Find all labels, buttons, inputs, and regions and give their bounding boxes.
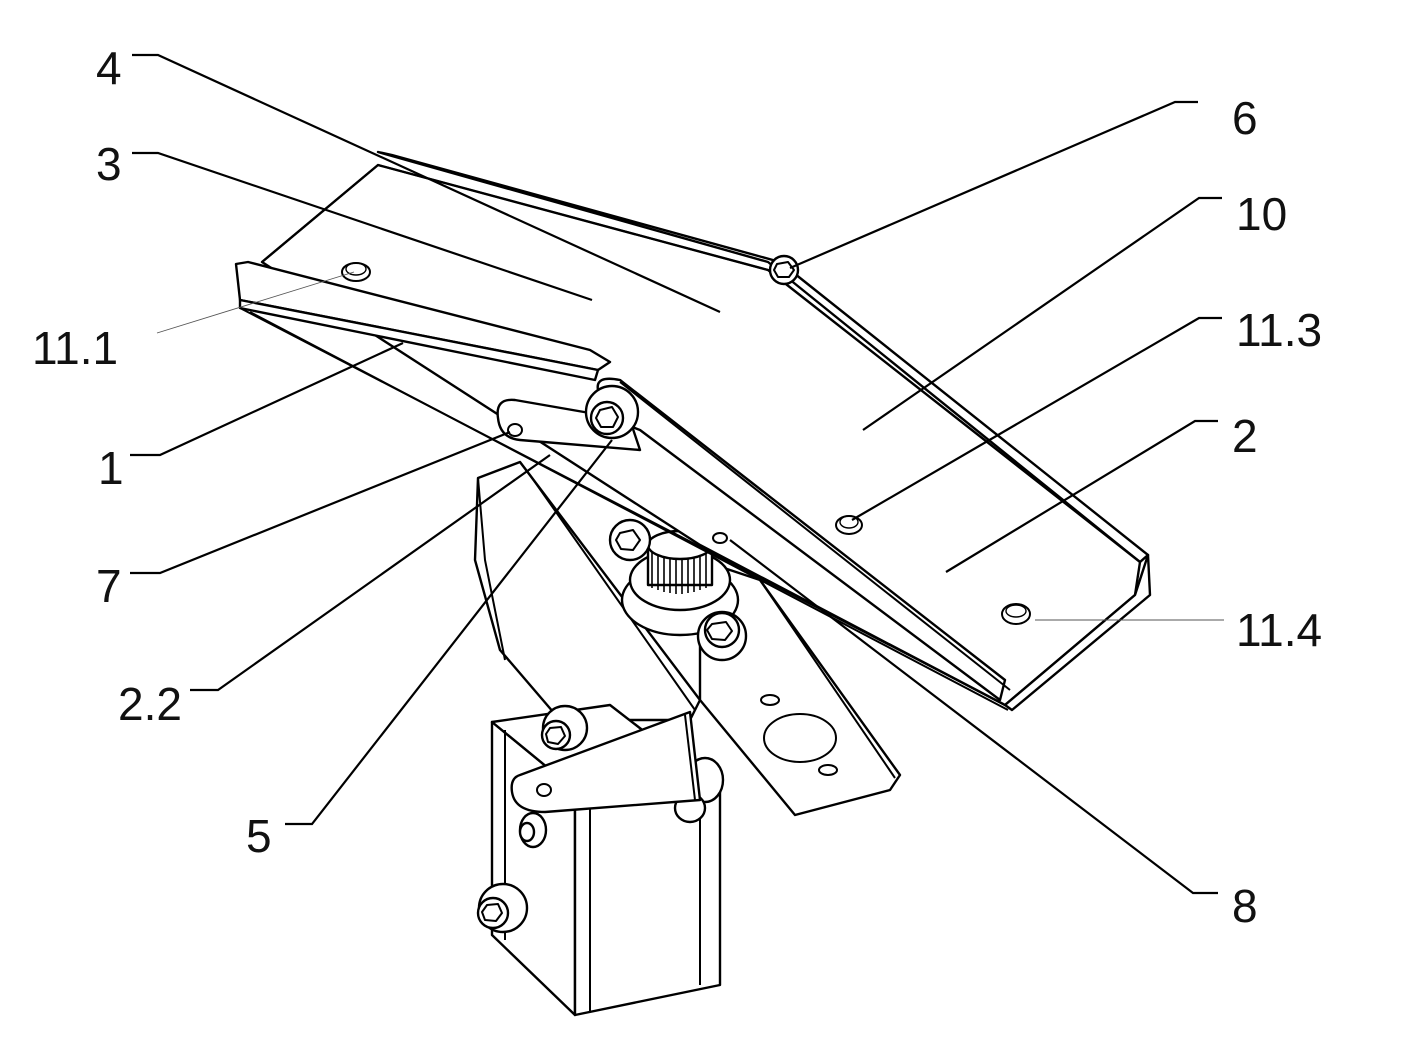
reference-labels: 4 3 6 10 11.3 11.1 1 2 7 11.4 2.2 5 8 <box>32 42 1322 932</box>
label-10: 10 <box>1236 188 1287 240</box>
label-1: 1 <box>98 442 124 494</box>
lever-arm <box>496 254 1011 702</box>
label-3: 3 <box>96 138 122 190</box>
leader-lines <box>130 53 1224 895</box>
label-4: 4 <box>96 42 122 94</box>
label-7: 7 <box>96 560 122 612</box>
label-11-4: 11.4 <box>1236 604 1322 656</box>
label-11-3: 11.3 <box>1236 304 1322 356</box>
label-11-1: 11.1 <box>32 322 118 374</box>
label-2-2: 2.2 <box>118 678 182 730</box>
channel-holes <box>341 262 1031 625</box>
label-6: 6 <box>1232 92 1258 144</box>
top-channel <box>234 150 1152 712</box>
label-8: 8 <box>1232 880 1258 932</box>
label-2: 2 <box>1232 410 1258 462</box>
label-5: 5 <box>246 810 272 862</box>
slotted-plate <box>698 558 902 817</box>
lower-housing <box>473 460 725 1017</box>
pinion-gear <box>608 518 748 662</box>
